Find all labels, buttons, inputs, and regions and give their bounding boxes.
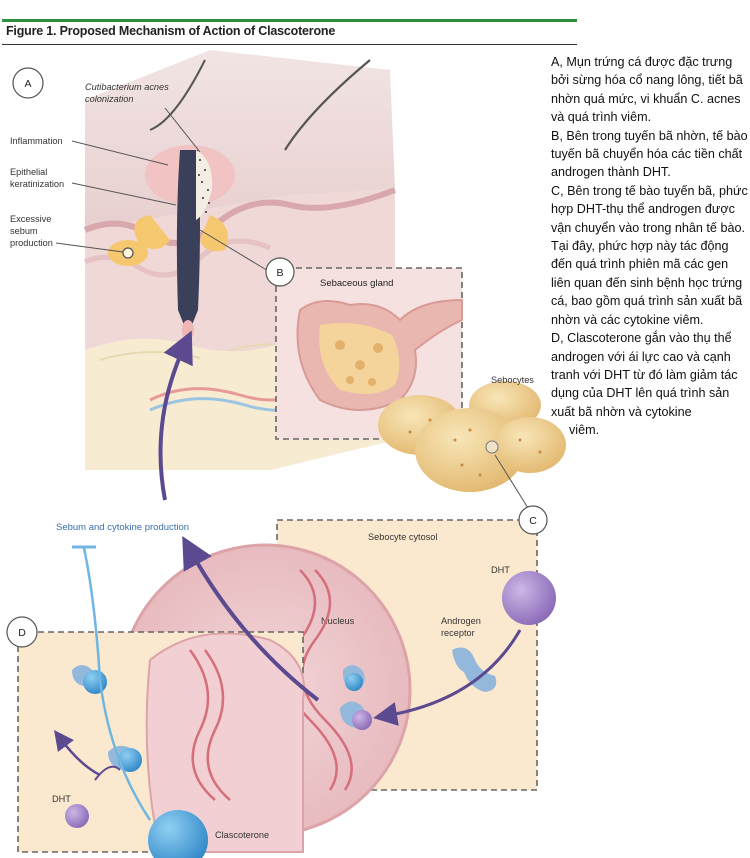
figure-title: Figure 1. Proposed Mechanism of Action o… [6, 24, 336, 38]
sebum-label: Excessive sebum production [10, 214, 124, 253]
svg-text:D: D [18, 627, 26, 639]
sebum-cytokine-label: Sebum and cytokine production [56, 522, 189, 533]
caption-a: A, Mụn trứng cá được đặc trưng bởi sừng … [551, 55, 743, 125]
svg-text:B: B [276, 267, 283, 279]
svg-text:Androgen: Androgen [441, 616, 481, 626]
svg-text:DHT: DHT [491, 565, 510, 575]
panel-c-label: C [494, 454, 548, 535]
caption-d: D, Clascoterone gắn vào thụ thể androgen… [551, 331, 738, 419]
svg-text:Sebocytes: Sebocytes [491, 375, 534, 385]
caption-b: B, Bên trong tuyến bã nhờn, tế bào tuyến… [551, 128, 748, 180]
svg-text:Excessive: Excessive [10, 214, 51, 224]
feedback-arrows [158, 330, 320, 702]
cutibacterium-label: Cutibacterium acnes colonization [85, 82, 201, 153]
svg-text:A: A [24, 78, 31, 90]
clascoterone-panel: DHT Clascoterone [17, 631, 305, 858]
svg-text:Sebaceous gland: Sebaceous gland [320, 278, 393, 289]
svg-text:C: C [529, 515, 537, 527]
title-rule-bottom [2, 44, 577, 45]
panel-d-label: D [6, 616, 38, 648]
figure-caption: A, Mụn trứng cá được đặc trưng bởi sừng … [551, 53, 750, 440]
panel-b-label: B [199, 229, 295, 287]
svg-text:colonization: colonization [85, 94, 134, 104]
svg-text:Nucleus: Nucleus [321, 616, 355, 626]
panel-a-label: A [12, 67, 44, 99]
caption-d-end: viêm. [569, 423, 600, 438]
inhibition-line [72, 545, 152, 821]
svg-text:Inflammation: Inflammation [10, 136, 63, 146]
svg-text:sebum: sebum [10, 226, 38, 236]
svg-text:keratinization: keratinization [10, 179, 64, 189]
sebocyte-cells: Sebocytes [378, 375, 566, 492]
svg-text:Clascoterone: Clascoterone [215, 830, 269, 840]
epithelial-label: Epithelial keratinization [10, 167, 177, 206]
svg-text:production: production [10, 238, 53, 248]
svg-text:receptor: receptor [441, 628, 475, 638]
title-rule-top [2, 19, 577, 22]
svg-text:Cutibacterium acnes: Cutibacterium acnes [85, 82, 169, 92]
svg-text:Sebocyte cytosol: Sebocyte cytosol [368, 532, 437, 542]
svg-text:Epithelial: Epithelial [10, 167, 47, 177]
caption-c: C, Bên trong tế bào tuyến bã, phức hợp D… [551, 183, 748, 327]
inflammation-label: Inflammation [10, 136, 169, 166]
svg-text:DHT: DHT [52, 794, 71, 804]
